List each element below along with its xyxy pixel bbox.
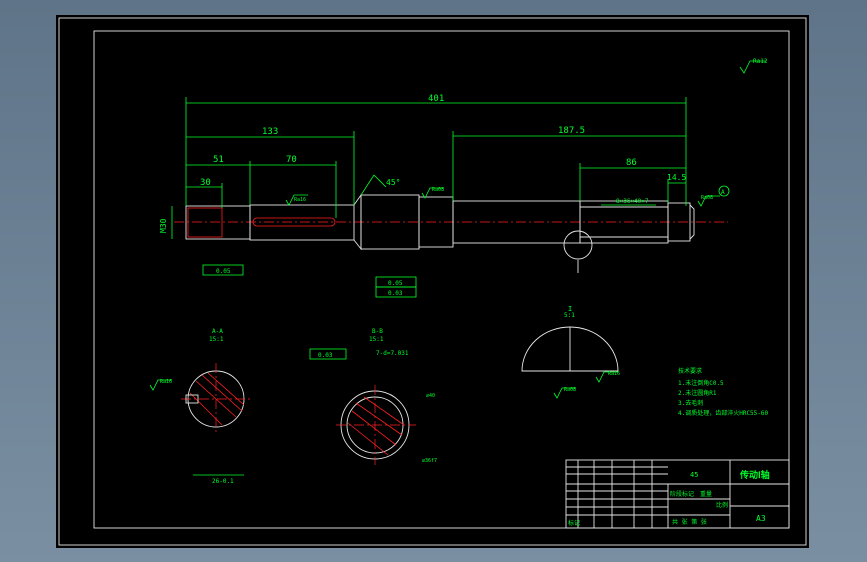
shaft-end-chamfer bbox=[689, 204, 695, 240]
dim-angle-45: 45° bbox=[386, 178, 400, 187]
shaft-thread-section bbox=[185, 205, 251, 240]
titleblock-format: A3 bbox=[756, 514, 766, 523]
datum-A-marker bbox=[718, 185, 730, 197]
title-block: 45 传动Ⅰ轴 阶段标记 重量 比例 共 张 第 张 标记 A3 bbox=[565, 459, 790, 529]
detail-I-scale: 5:1 bbox=[564, 312, 575, 319]
titleblock-mark: 标记 bbox=[568, 519, 580, 527]
notes-title: 技术要求 bbox=[678, 367, 702, 375]
technical-notes: 技术要求 1.未注倒角C0.5 2.未注圆角R1 3.去毛刺 4.调质处理，齿部… bbox=[678, 367, 769, 417]
thread-hatch-outline bbox=[187, 207, 223, 238]
section-bb-scale: 15:1 bbox=[369, 336, 384, 343]
titleblock-weight: 重量 bbox=[700, 490, 712, 498]
section-bb-spec: 7-d=7.031 bbox=[376, 350, 409, 357]
dimensions-top: 401 133 187.5 51 70 86 30 14.5 M30 45° 8… bbox=[159, 94, 730, 239]
roughness-r2: Ra08 bbox=[432, 187, 444, 193]
section-aa-title: A-A bbox=[212, 328, 223, 335]
tolerance-frames: 0.05 0.05 0.03 bbox=[202, 264, 417, 298]
section-aa: A-A 15:1 26-0.1 Ra16 bbox=[149, 328, 252, 485]
dim-51: 51 bbox=[213, 155, 224, 165]
shaft-keyway-section bbox=[249, 204, 355, 241]
dim-86: 86 bbox=[626, 158, 637, 168]
notes-line-3: 3.去毛刺 bbox=[678, 399, 703, 407]
dim-70: 70 bbox=[286, 155, 297, 165]
datum-A-label: A bbox=[721, 189, 725, 196]
drawing-sheet: Ra12 401 133 bbox=[58, 17, 807, 546]
fit-label-1: ⌀40 bbox=[426, 393, 435, 399]
titleblock-sheet: 共 张 第 张 bbox=[672, 518, 707, 526]
titleblock-scale: 比例 bbox=[716, 501, 728, 509]
dim-14-5: 14.5 bbox=[667, 173, 686, 182]
outer-frame bbox=[58, 17, 807, 546]
roughness-r3: Ra08 bbox=[701, 195, 713, 201]
roughness-r1: Ra16 bbox=[294, 197, 306, 203]
general-roughness-symbol: Ra12 bbox=[739, 58, 768, 74]
titleblock-material: 45 bbox=[690, 471, 698, 479]
dim-133: 133 bbox=[262, 127, 278, 137]
roughness-r6: Ra16 bbox=[608, 371, 620, 377]
dim-overall-401: 401 bbox=[428, 94, 444, 104]
detail-I-circle bbox=[563, 230, 593, 260]
section-bb-title: B-B bbox=[372, 328, 383, 335]
notes-line-2: 2.未注圆角R1 bbox=[678, 389, 717, 397]
roughness-symbols: Ra16 Ra08 Ra08 bbox=[285, 187, 720, 207]
notes-line-1: 1.未注倒角C0.5 bbox=[678, 379, 724, 387]
spline-spec: 8×36×40×7 bbox=[616, 198, 649, 205]
titleblock-part-name: 传动Ⅰ轴 bbox=[739, 469, 770, 481]
inner-frame bbox=[93, 30, 790, 529]
titleblock-stage: 阶段标记 bbox=[670, 490, 694, 498]
notes-line-4: 4.调质处理，齿部淬火HRC55-60 bbox=[678, 409, 769, 417]
shaft-main-view bbox=[174, 193, 728, 273]
fit-label-2: ⌀36f7 bbox=[422, 458, 437, 464]
dim-30: 30 bbox=[200, 178, 211, 188]
tolerance-t4: 0.03 bbox=[318, 352, 333, 359]
shaft-end-section bbox=[667, 202, 691, 242]
roughness-label-general: Ra12 bbox=[753, 58, 768, 65]
keyway-slot bbox=[252, 217, 336, 227]
tolerance-t3: 0.03 bbox=[388, 290, 403, 297]
tolerance-t2: 0.05 bbox=[388, 280, 403, 287]
detail-I-title: I bbox=[568, 305, 572, 313]
dim-thread-M30: M30 bbox=[159, 218, 168, 233]
dim-187-5: 187.5 bbox=[558, 126, 585, 136]
section-bb: B-B 15:1 7-d=7.031 0.03 ⌀40 ⌀36f7 bbox=[309, 328, 437, 465]
roughness-r4: Ra16 bbox=[160, 379, 172, 385]
section-aa-scale: 15:1 bbox=[209, 336, 224, 343]
section-aa-dim: 26-0.1 bbox=[212, 478, 234, 485]
detail-I: I 5:1 Ra08 Ra16 bbox=[521, 305, 620, 399]
roughness-r5: Ra08 bbox=[564, 387, 576, 393]
cad-drawing-viewport[interactable]: Ra12 401 133 bbox=[56, 15, 809, 548]
tolerance-t1: 0.05 bbox=[216, 268, 231, 275]
